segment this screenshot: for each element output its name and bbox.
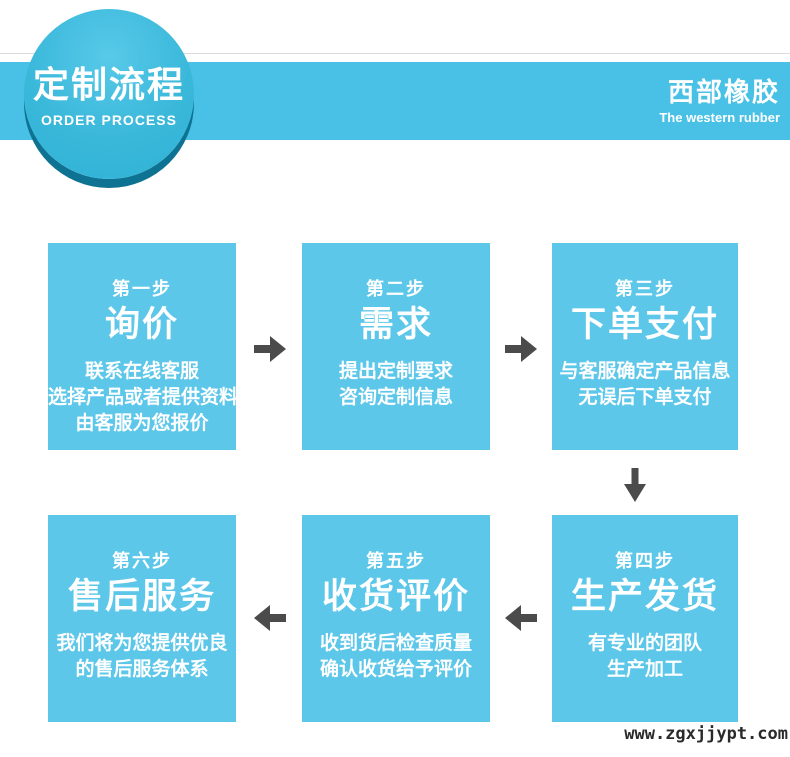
step-description-line: 收到货后检查质量	[319, 633, 472, 654]
step-description-line: 选择产品或者提供资料	[48, 387, 239, 408]
arrow-left-icon	[254, 605, 286, 631]
step-description: 与客服确定产品信息 无误后下单支付	[552, 359, 738, 411]
step-description: 我们将为您提供优良 的售后服务体系	[48, 631, 236, 683]
step-box-1: 第一步 询价 联系在线客服 选择产品或者提供资料 由客服为您报价	[48, 243, 239, 450]
step-description: 联系在线客服 选择产品或者提供资料 由客服为您报价	[48, 359, 239, 437]
brand-block: 西部橡胶 The western rubber	[659, 78, 780, 125]
brand-tagline: The western rubber	[659, 109, 780, 125]
step-description: 收到货后检查质量 确认收货给予评价	[302, 631, 490, 683]
step-number-label: 第六步	[112, 551, 172, 571]
step-number-label: 第四步	[615, 551, 675, 571]
step-title: 下单支付	[570, 305, 719, 344]
header-divider	[0, 53, 790, 54]
step-number-label: 第三步	[615, 279, 675, 299]
brand-name: 西部橡胶	[667, 77, 780, 107]
step-number-label: 第一步	[112, 279, 172, 299]
step-description-line: 我们将为您提供优良	[56, 633, 228, 654]
step-number-label: 第二步	[366, 279, 426, 299]
step-description-line: 与客服确定产品信息	[559, 361, 731, 382]
step-title: 需求	[358, 305, 433, 344]
page-title: 定制流程	[32, 64, 185, 105]
step-description: 有专业的团队 生产加工	[552, 631, 738, 683]
step-description-line: 有专业的团队	[587, 633, 702, 654]
arrow-right-icon	[254, 336, 286, 362]
step-box-6: 第六步 售后服务 我们将为您提供优良 的售后服务体系	[48, 515, 236, 722]
step-description-line: 咨询定制信息	[338, 387, 453, 408]
step-box-5: 第五步 收货评价 收到货后检查质量 确认收货给予评价	[302, 515, 490, 722]
step-number-label: 第五步	[366, 551, 426, 571]
step-title: 询价	[104, 305, 179, 344]
arrow-left-icon	[505, 605, 537, 631]
step-title: 生产发货	[570, 577, 719, 616]
step-description-line: 联系在线客服	[84, 361, 199, 382]
step-title: 收货评价	[321, 577, 470, 616]
step-description: 提出定制要求 咨询定制信息	[302, 359, 490, 411]
step-description-line: 由客服为您报价	[75, 413, 209, 434]
title-badge-circle: 定制流程 ORDER PROCESS	[24, 9, 194, 179]
arrow-right-icon	[505, 336, 537, 362]
page-subtitle: ORDER PROCESS	[41, 111, 177, 128]
step-description-line: 无误后下单支付	[578, 387, 712, 408]
step-box-2: 第二步 需求 提出定制要求 咨询定制信息	[302, 243, 490, 450]
step-box-4: 第四步 生产发货 有专业的团队 生产加工	[552, 515, 738, 722]
step-description-line: 的售后服务体系	[75, 659, 209, 680]
step-title: 售后服务	[67, 577, 216, 616]
arrow-down-icon	[624, 468, 646, 502]
site-url-watermark: www.zgxjjypt.com	[624, 724, 788, 744]
step-description-line: 提出定制要求	[338, 361, 453, 382]
step-description-line: 确认收货给予评价	[319, 659, 472, 680]
step-box-3: 第三步 下单支付 与客服确定产品信息 无误后下单支付	[552, 243, 738, 450]
step-description-line: 生产加工	[606, 659, 683, 680]
